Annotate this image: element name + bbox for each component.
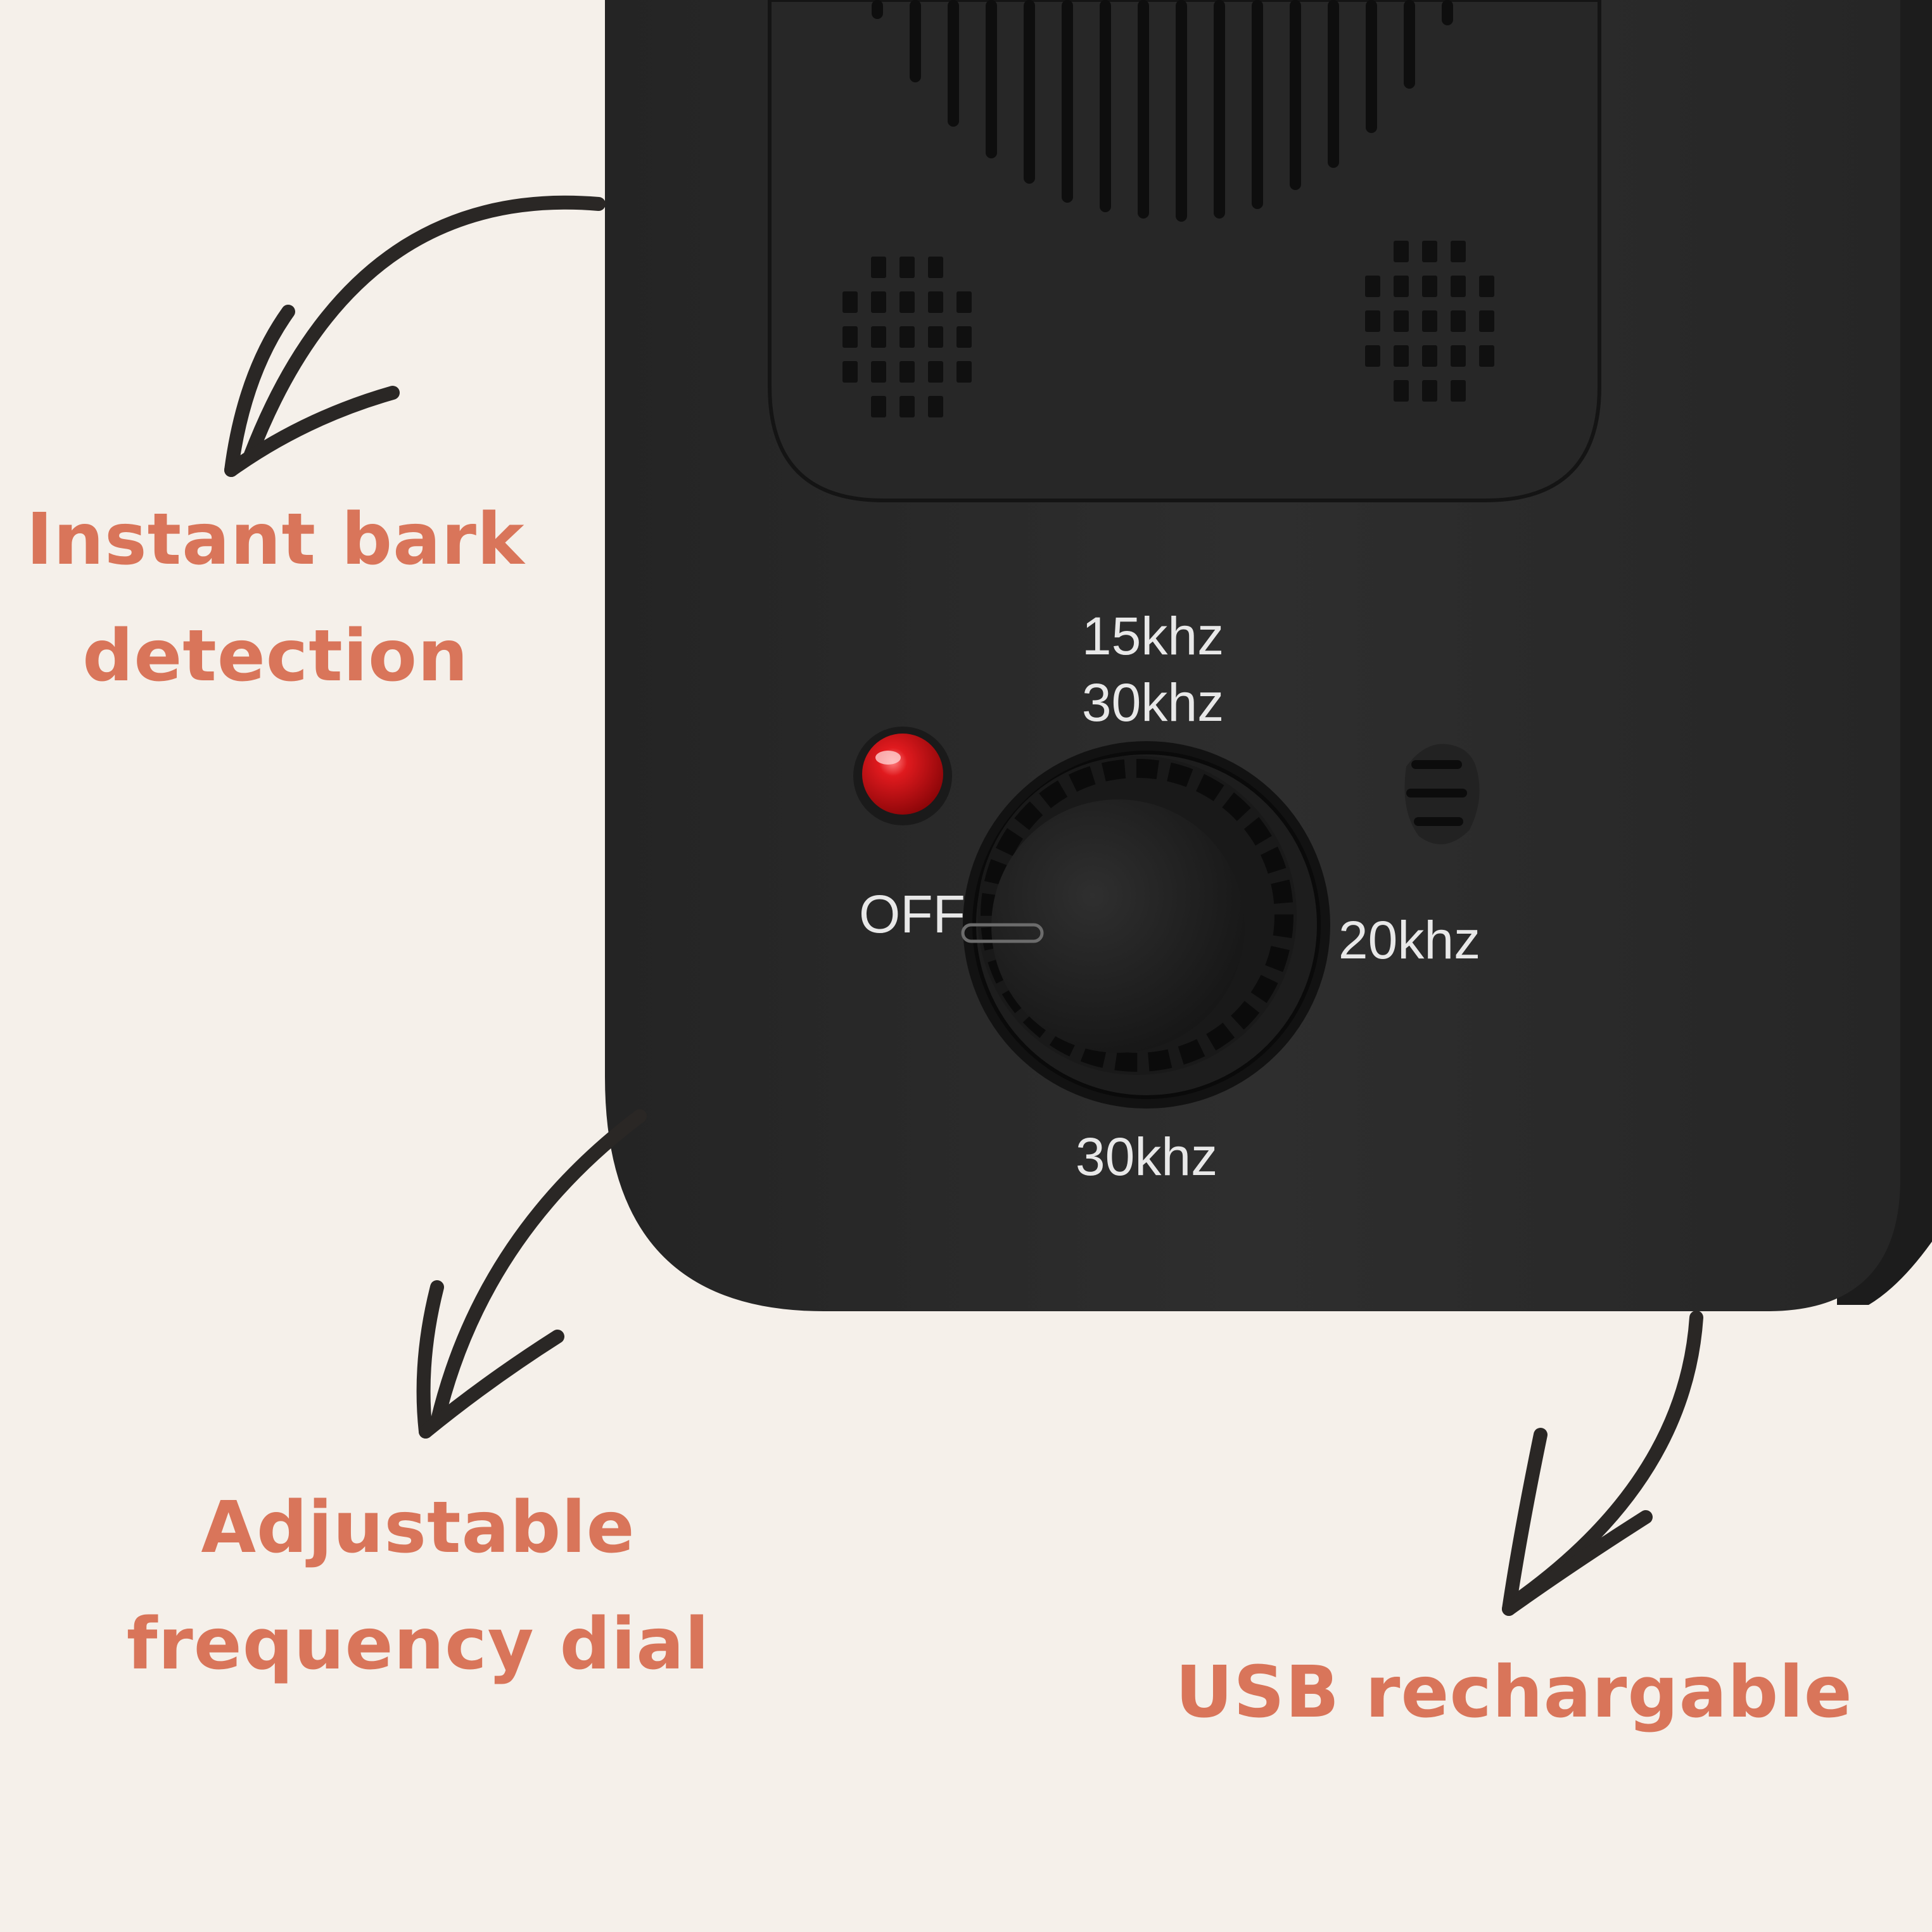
led-highlight xyxy=(875,751,901,765)
microphone-icon xyxy=(1404,744,1480,844)
callout-instant-bark-detection: Instant bark detection xyxy=(13,481,538,715)
arrow-usb xyxy=(1502,1311,1703,1616)
callout-usb-line-1: USB rechargable xyxy=(1175,1651,1853,1734)
callout-dial-line-2: frequency dial xyxy=(126,1603,710,1686)
arrow-bark xyxy=(224,195,606,477)
heart-grille xyxy=(872,0,1453,222)
dial-label-top-1: 15khz xyxy=(1082,606,1224,666)
callout-usb-rechargable: USB rechargable xyxy=(1159,1634,1869,1751)
right-dot-grid xyxy=(1365,241,1494,402)
dial-labels: 15khz 30khz OFF 20khz 30khz xyxy=(859,606,1480,1186)
led-indicator xyxy=(862,734,943,815)
callout-bark-line-1: Instant bark xyxy=(26,499,525,581)
dial-label-top-2: 30khz xyxy=(1082,673,1224,732)
callout-dial-line-1: Adjustable xyxy=(201,1487,635,1569)
left-dot-grid xyxy=(842,257,972,417)
dial-label-off: OFF xyxy=(859,884,965,944)
dial-pointer-line xyxy=(961,923,1044,943)
dial-label-bottom: 30khz xyxy=(1076,1127,1217,1186)
arrow-dial xyxy=(416,1109,647,1439)
callout-arrows xyxy=(224,195,1703,1616)
speaker-panel xyxy=(768,0,1601,502)
dial-label-right: 20khz xyxy=(1338,910,1480,970)
callout-bark-line-2: detection xyxy=(82,615,469,697)
callout-adjustable-frequency-dial: Adjustable frequency dial xyxy=(114,1470,722,1703)
frequency-dial-knob[interactable] xyxy=(961,756,1297,1075)
